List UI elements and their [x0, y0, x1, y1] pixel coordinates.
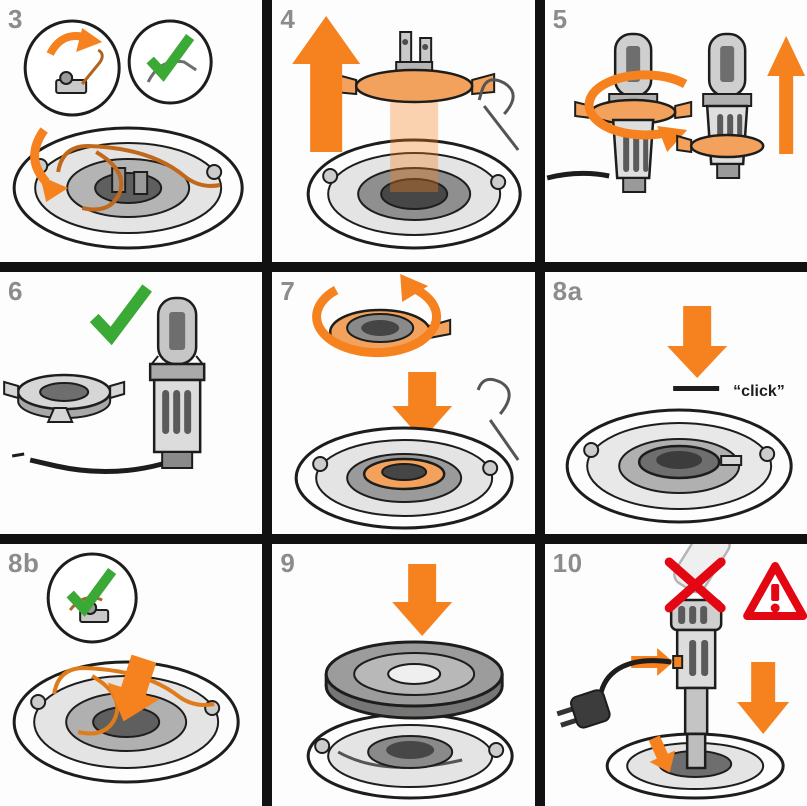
click-label: “click”: [733, 383, 785, 400]
step-number: 5: [552, 4, 568, 34]
illustration-step-5: [546, 32, 805, 193]
cable: [29, 457, 163, 475]
illustration-step-10: [556, 544, 807, 800]
rotate-arrow-icon: [584, 70, 687, 152]
bulb-stem: [685, 732, 707, 770]
illustration-step-3: [12, 19, 244, 250]
checkmark-icon: [146, 34, 195, 82]
up-arrow-icon: [292, 16, 361, 152]
step-number: 4: [280, 4, 296, 34]
down-arrow-icon: [392, 372, 453, 440]
panel-step-4: 4: [272, 0, 535, 262]
wire-clip: [477, 377, 520, 461]
inset-correct: [46, 552, 138, 644]
inset-wrong: [23, 19, 121, 117]
panel-step-9: 9: [272, 544, 535, 806]
panel-step-10: 10: [544, 544, 807, 806]
down-arrow-icon: [392, 564, 453, 636]
panel-step-3: 3: [0, 0, 263, 262]
illustration-step-8a: “click”: [565, 306, 793, 524]
bulb-motion-trail: [390, 88, 439, 192]
up-arrow-icon: [766, 36, 805, 154]
headlamp-socket: [294, 426, 514, 530]
illustration-step-9: [306, 564, 514, 800]
down-arrow-icon: [107, 654, 160, 722]
panel-step-8b: 8b: [0, 544, 263, 806]
cross-icon: [664, 557, 726, 613]
step-number: 7: [280, 276, 296, 306]
checkmark-icon: [66, 568, 117, 617]
illustration-step-6: [3, 284, 206, 475]
illustration-step-4: [292, 16, 522, 250]
panel-step-8a: 8a “click”: [544, 272, 807, 534]
inset-correct: [127, 19, 213, 105]
step-number: 8a: [552, 276, 583, 306]
headlamp-socket: [306, 712, 514, 800]
cable: [598, 658, 672, 693]
rotate-arrow-icon: [30, 127, 69, 202]
rotate-arrow-icon: [46, 28, 103, 56]
step-number: 3: [8, 4, 23, 34]
adapter-ring: [329, 308, 452, 356]
headlamp-socket: [565, 408, 793, 524]
halogen-bulb: [333, 31, 496, 104]
down-arrow-icon: [648, 735, 675, 773]
led-bulb: [669, 598, 723, 748]
step-number: 6: [8, 276, 23, 306]
led-bulb: [148, 296, 206, 469]
down-arrow-icon: [666, 306, 727, 378]
down-arrow-icon: [736, 662, 789, 734]
cable: [546, 170, 610, 181]
led-bulb-right: [675, 32, 765, 179]
power-plug: [556, 689, 611, 729]
rotate-arrow-icon: [312, 274, 442, 358]
panel-step-7: 7: [272, 272, 535, 534]
illustration-step-8b: [12, 552, 240, 784]
illustration-step-7: [294, 274, 520, 530]
panel-step-5: 5: [544, 0, 807, 262]
cable-end: [11, 452, 25, 458]
adapter-ring: [3, 373, 126, 423]
warning-icon: [742, 562, 807, 620]
checkmark-icon: [89, 284, 152, 346]
panel-step-6: 6: [0, 272, 263, 534]
headlamp-socket: [306, 138, 522, 250]
step-number: 10: [552, 548, 583, 578]
step-number: 9: [280, 548, 296, 578]
dust-cover: [324, 640, 504, 720]
click-line: [672, 386, 719, 391]
step-number: 8b: [8, 548, 40, 578]
headlamp-socket: [12, 660, 240, 784]
wire-clip: [56, 143, 221, 212]
wire-clip: [478, 78, 520, 151]
